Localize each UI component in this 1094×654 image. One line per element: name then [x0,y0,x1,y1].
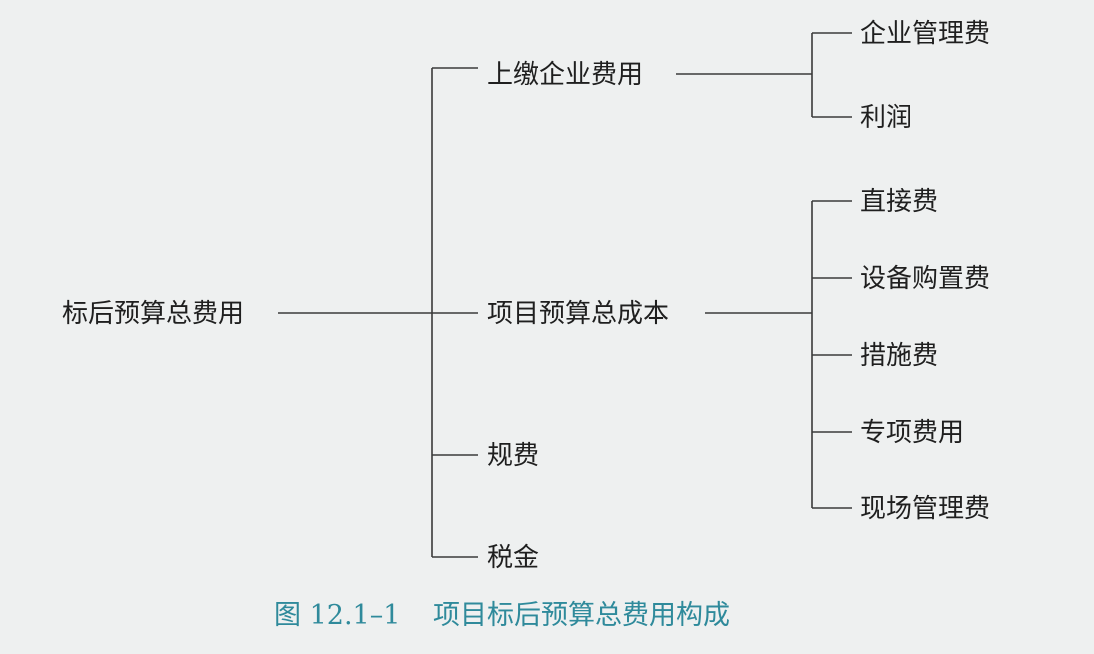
figure-number: 图 12.1–1 [274,600,400,631]
root-node: 标后预算总费用 [62,299,244,329]
node-special: 专项费用 [860,418,964,448]
node-profit: 利润 [860,103,912,133]
node-direct: 直接费 [860,187,938,217]
node-measures: 措施费 [860,341,938,371]
node-equipment: 设备购置费 [860,264,990,294]
node-upper: 上缴企业费用 [487,60,643,90]
node-management: 企业管理费 [860,19,990,49]
connector-lines [278,32,852,558]
node-fees: 规费 [487,441,539,471]
node-site: 现场管理费 [860,494,990,524]
node-tax: 税金 [487,543,539,573]
figure-title: 项目标后预算总费用构成 [433,600,730,631]
node-cost: 项目预算总成本 [487,299,669,329]
